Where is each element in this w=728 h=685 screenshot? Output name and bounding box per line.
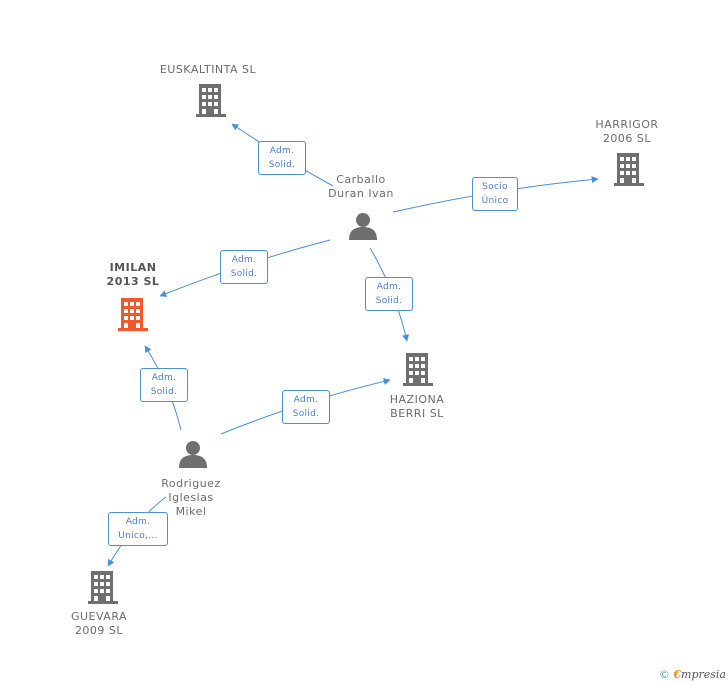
edge-label-carballo-euskaltinta: Adm. Solid.	[258, 141, 306, 175]
brand-logo-text: mpresia	[681, 668, 726, 681]
edge-label-rodriguez-imilan: Adm. Solid.	[140, 368, 188, 402]
person-icon[interactable]	[349, 213, 377, 240]
edge-label-carballo-harrigor: Socio Único	[472, 177, 518, 211]
node-label-rodriguez[interactable]: Rodriguez Iglesias Mikel	[161, 477, 221, 518]
node-label-harrigor[interactable]: HARRIGOR 2006 SL	[595, 118, 659, 145]
edge-label-rodriguez-guevara: Adm. Unico,...	[108, 512, 168, 546]
node-label-imilan[interactable]: IMILAN 2013 SL	[106, 261, 160, 288]
building-icon[interactable]	[614, 153, 644, 186]
brand-logo-initial: €	[673, 668, 682, 681]
node-label-carballo[interactable]: Carballo Duran Ivan	[328, 173, 394, 200]
edge-label-carballo-haziona: Adm. Solid.	[365, 277, 413, 311]
edge-label-rodriguez-haziona: Adm. Solid.	[282, 390, 330, 424]
node-label-guevara[interactable]: GUEVARA 2009 SL	[70, 610, 128, 637]
node-label-haziona[interactable]: HAZIONA BERRI SL	[389, 393, 445, 420]
copyright-symbol: ©	[658, 668, 670, 681]
node-label-euskaltinta[interactable]: EUSKALTINTA SL	[159, 63, 257, 76]
edge-label-carballo-imilan: Adm. Solid.	[220, 250, 268, 284]
building-icon[interactable]	[403, 353, 433, 386]
person-icon[interactable]	[179, 441, 207, 468]
building-icon[interactable]	[118, 298, 148, 331]
building-icon[interactable]	[88, 571, 118, 604]
copyright-footer: © €mpresia	[659, 668, 726, 681]
building-icon[interactable]	[196, 84, 226, 117]
